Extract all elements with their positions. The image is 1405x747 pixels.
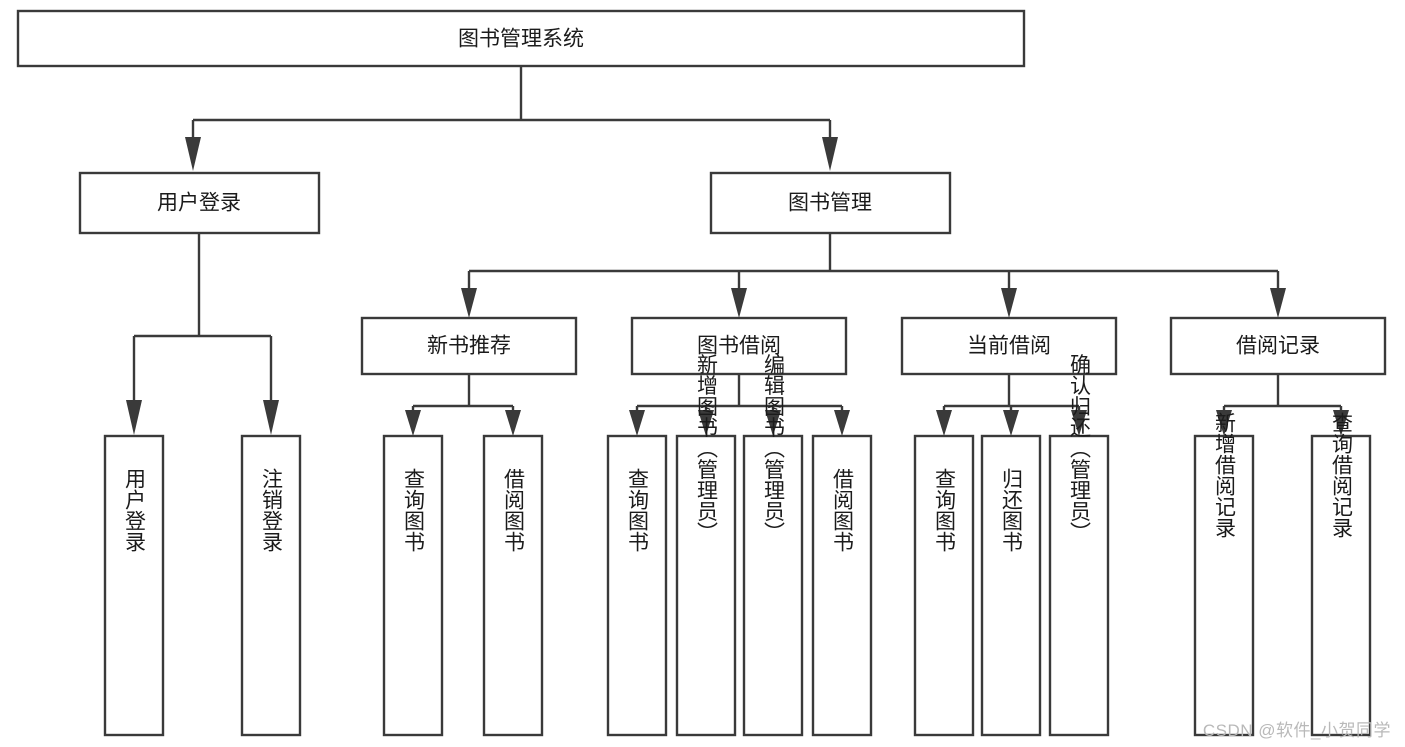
leaf-user-logout-box[interactable]: [240, 434, 302, 737]
arrow-to-current-borrow: [1001, 288, 1017, 318]
arrow-leaf-add-record: [1216, 410, 1232, 436]
leaf-user-logout-label: 注销登录: [260, 468, 284, 552]
connectors-current-borrow: [936, 374, 1087, 436]
leaf-query-record-box[interactable]: [1310, 434, 1372, 737]
node-user-login[interactable]: 用户登录: [78, 171, 321, 235]
arrow-leaf-user-logout: [263, 400, 279, 435]
connectors-new-book-recommend: [405, 374, 521, 436]
leaf-query-book-1-box[interactable]: [382, 434, 444, 737]
borrow-record-label: 借阅记录: [1236, 335, 1320, 358]
leaf-add-record-label: 新增借阅记录: [1213, 412, 1237, 538]
leaf-confirm-return[interactable]: 确认归还（管理员）: [1048, 354, 1110, 737]
arrow-leaf-query-book-3: [936, 410, 952, 436]
arrow-leaf-query-book-2: [629, 410, 645, 436]
current-borrow-label: 当前借阅: [967, 335, 1051, 358]
leaf-borrow-book-1[interactable]: 借阅图书: [482, 434, 544, 737]
arrow-leaf-borrow-book-1: [505, 410, 521, 436]
connectors-user-login: [126, 233, 279, 435]
leaf-borrow-book-2[interactable]: 借阅图书: [811, 434, 873, 737]
book-borrow-label: 图书借阅: [697, 335, 781, 358]
current-borrow-box[interactable]: [900, 316, 1118, 376]
connectors-book-borrow: [629, 374, 850, 436]
book-borrow-box[interactable]: [630, 316, 848, 376]
arrow-leaf-query-record: [1333, 410, 1349, 436]
leaf-borrow-book-2-box[interactable]: [811, 434, 873, 737]
node-book-borrow[interactable]: 图书借阅: [630, 316, 848, 376]
arrow-to-new-book-recommend: [461, 288, 477, 318]
leaf-borrow-book-1-box[interactable]: [482, 434, 544, 737]
arrow-to-book-borrow: [731, 288, 747, 318]
root-box[interactable]: [16, 9, 1026, 68]
book-manage-box[interactable]: [709, 171, 952, 235]
leaf-edit-book[interactable]: 编辑图书（管理员）: [742, 354, 804, 737]
book-manage-label: 图书管理: [788, 192, 872, 215]
leaf-user-login-label: 用户登录: [123, 468, 147, 552]
arrow-to-user-login: [185, 137, 201, 171]
arrow-leaf-borrow-book-2: [834, 410, 850, 436]
leaf-query-book-3-label: 查询图书: [933, 468, 957, 552]
arrow-to-borrow-record: [1270, 288, 1286, 318]
connectors-root: [185, 66, 838, 171]
leaf-return-book-label: 归还图书: [1000, 468, 1024, 552]
leaf-query-book-2-label: 查询图书: [626, 468, 650, 552]
arrow-leaf-user-login: [126, 400, 142, 435]
leaf-edit-book-label: 编辑图书（管理员）: [762, 354, 786, 543]
leaf-user-login[interactable]: 用户登录: [103, 434, 165, 737]
new-book-recommend-box[interactable]: [360, 316, 578, 376]
leaf-query-book-3[interactable]: 查询图书: [913, 434, 975, 737]
leaf-add-book[interactable]: 新增图书（管理员）: [675, 354, 737, 737]
csdn-watermark: CSDN @软件_小贺同学: [1202, 721, 1391, 740]
leaf-user-login-box[interactable]: [103, 434, 165, 737]
arrow-leaf-add-book: [698, 410, 714, 436]
borrow-record-box[interactable]: [1169, 316, 1387, 376]
leaf-confirm-return-label: 确认归还（管理员）: [1068, 354, 1092, 543]
arrow-leaf-edit-book: [765, 410, 781, 436]
node-current-borrow[interactable]: 当前借阅: [900, 316, 1118, 376]
leaf-query-record[interactable]: 查询借阅记录: [1310, 412, 1372, 737]
leaf-borrow-book-1-label: 借阅图书: [502, 468, 526, 552]
user-login-box[interactable]: [78, 171, 321, 235]
arrow-leaf-query-book-1: [405, 410, 421, 436]
leaf-query-book-2[interactable]: 查询图书: [606, 434, 668, 737]
node-book-manage[interactable]: 图书管理: [709, 171, 952, 235]
arrow-leaf-confirm-return: [1071, 410, 1087, 436]
node-new-book-recommend[interactable]: 新书推荐: [360, 316, 578, 376]
leaf-user-logout[interactable]: 注销登录: [240, 434, 302, 737]
leaf-query-book-3-box[interactable]: [913, 434, 975, 737]
leaf-query-book-1[interactable]: 查询图书: [382, 434, 444, 737]
leaf-confirm-return-box[interactable]: [1048, 434, 1110, 737]
leaf-add-record-box[interactable]: [1193, 434, 1255, 737]
leaf-add-record[interactable]: 新增借阅记录: [1193, 412, 1255, 737]
arrow-leaf-return-book: [1003, 410, 1019, 436]
leaf-borrow-book-2-label: 借阅图书: [831, 468, 855, 552]
leaf-add-book-box[interactable]: [675, 434, 737, 737]
user-login-label: 用户登录: [157, 192, 241, 215]
connectors-book-manage: [461, 233, 1286, 318]
leaf-return-book-box[interactable]: [980, 434, 1042, 737]
arrow-to-book-manage: [822, 137, 838, 171]
node-root[interactable]: 图书管理系统: [16, 9, 1026, 68]
leaf-query-book-1-label: 查询图书: [402, 468, 426, 552]
leaf-query-book-2-box[interactable]: [606, 434, 668, 737]
root-label: 图书管理系统: [458, 28, 584, 51]
connectors-borrow-record: [1216, 374, 1349, 436]
node-borrow-record[interactable]: 借阅记录: [1169, 316, 1387, 376]
new-book-recommend-label: 新书推荐: [427, 335, 511, 358]
leaf-return-book[interactable]: 归还图书: [980, 434, 1042, 737]
leaf-edit-book-box[interactable]: [742, 434, 804, 737]
leaf-add-book-label: 新增图书（管理员）: [695, 354, 719, 543]
leaf-query-record-label: 查询借阅记录: [1330, 412, 1354, 538]
